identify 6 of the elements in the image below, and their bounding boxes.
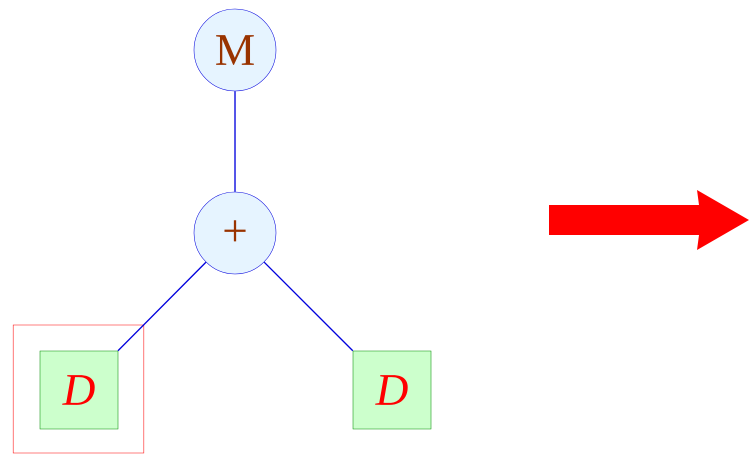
operand-box: D — [352, 350, 432, 430]
operand-box: D — [40, 350, 118, 430]
connector-line — [234, 91, 236, 192]
connector-line — [264, 262, 354, 352]
highlight-box — [12, 324, 144, 454]
connector-line — [118, 262, 206, 352]
